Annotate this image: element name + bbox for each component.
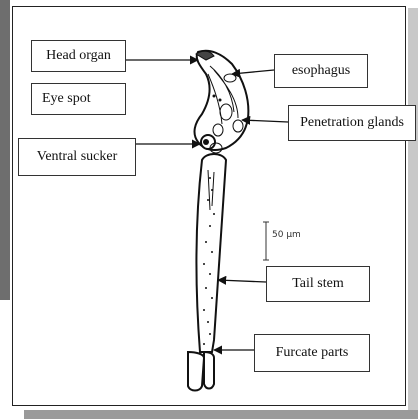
eye-spot-dot [213, 95, 216, 98]
arrow-tail-stem [218, 280, 266, 282]
label-penetration-glands: Penetration glands [288, 105, 416, 141]
ventral-sucker-center [203, 139, 209, 145]
furca-right [204, 352, 214, 389]
label-esophagus: esophagus [274, 54, 368, 88]
label-eye-spot: Eye spot [31, 83, 126, 115]
eye-spot-dot [219, 99, 222, 102]
tail-stem [197, 154, 227, 352]
label-tail-stem: Tail stem [266, 266, 370, 302]
label-ventral-sucker: Ventral sucker [18, 138, 136, 176]
scale-bar-label: 50 µm [272, 230, 301, 240]
arrow-penetration-glands [242, 120, 288, 122]
label-head-organ: Head organ [31, 40, 126, 72]
label-furcate-parts: Furcate parts [254, 334, 370, 372]
furca-left [188, 352, 204, 391]
